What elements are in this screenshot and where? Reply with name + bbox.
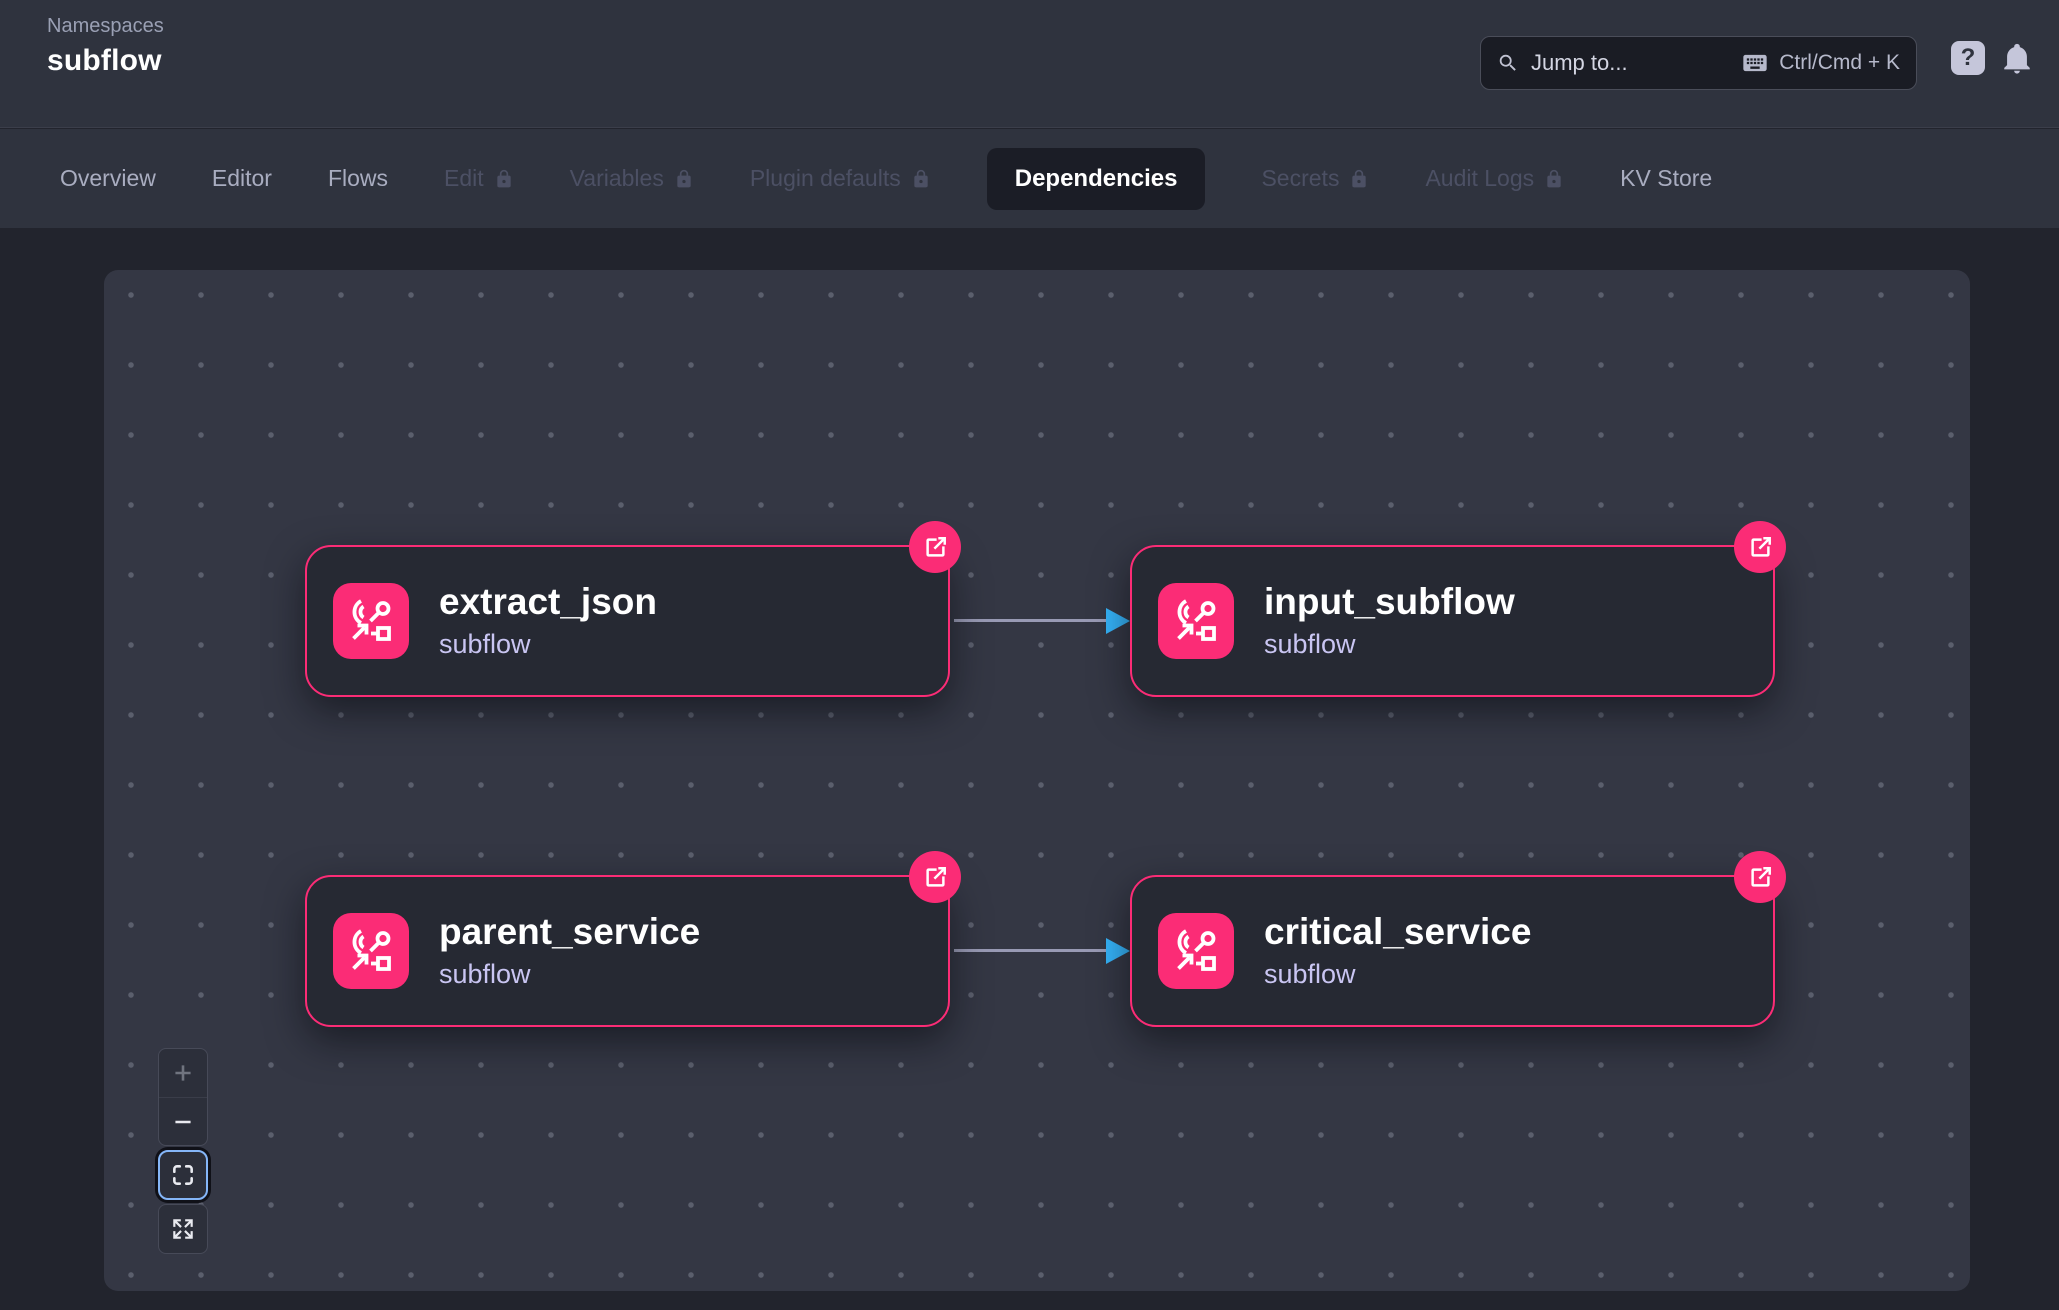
edge-arrowhead	[1106, 938, 1130, 964]
open-flow-button[interactable]	[1734, 521, 1786, 573]
fullscreen-button[interactable]	[159, 1205, 207, 1253]
fit-view-icon	[170, 1162, 196, 1188]
tab-overview[interactable]: Overview	[60, 165, 156, 191]
node-type: subflow	[439, 629, 531, 660]
lock-icon	[674, 169, 694, 189]
tab-plugin-defaults: Plugin defaults	[750, 165, 931, 192]
app-header: Namespaces subflow Jump to... Ctrl/Cmd +…	[0, 0, 2059, 128]
edge-extract-to-input	[954, 619, 1108, 622]
tab-flows[interactable]: Flows	[327, 165, 389, 191]
node-title: input_subflow	[1264, 580, 1515, 622]
flow-node-critical-service[interactable]: critical_service subflow	[1130, 851, 1786, 1027]
lock-icon	[494, 169, 514, 189]
tab-edit: Edit	[444, 165, 514, 192]
canvas-controls	[158, 1048, 208, 1254]
flow-node-extract-json[interactable]: extract_json subflow	[305, 521, 961, 697]
subflow-icon	[1158, 913, 1234, 989]
node-text: critical_service subflow	[1264, 910, 1532, 991]
tab-editor[interactable]: Editor	[211, 165, 272, 191]
flow-node-parent-service[interactable]: parent_service subflow	[305, 851, 961, 1027]
search-placeholder: Jump to...	[1531, 50, 1628, 75]
keyboard-icon	[1741, 49, 1769, 77]
external-link-icon	[922, 864, 949, 891]
jump-to-search[interactable]: Jump to... Ctrl/Cmd + K	[1480, 36, 1917, 90]
zoom-out-button[interactable]	[159, 1097, 207, 1145]
help-button[interactable]: ?	[1951, 41, 1985, 75]
edge-arrowhead	[1106, 608, 1130, 634]
subflow-icon	[1158, 583, 1234, 659]
open-flow-button[interactable]	[909, 851, 961, 903]
zoom-group	[158, 1048, 208, 1146]
node-text: extract_json subflow	[439, 580, 657, 661]
bell-icon	[2000, 41, 2034, 75]
subflow-icon	[333, 913, 409, 989]
content-area: extract_json subflow input_subflow	[0, 228, 2059, 1310]
open-flow-button[interactable]	[1734, 851, 1786, 903]
breadcrumb[interactable]: Namespaces	[47, 15, 164, 37]
question-mark-icon: ?	[1960, 44, 1976, 71]
dependencies-canvas[interactable]: extract_json subflow input_subflow	[104, 270, 1970, 1291]
edge-parent-to-critical	[954, 949, 1108, 952]
node-type: subflow	[1264, 959, 1356, 990]
external-link-icon	[1747, 534, 1774, 561]
flow-node-input-subflow[interactable]: input_subflow subflow	[1130, 521, 1786, 697]
fullscreen-group	[158, 1204, 208, 1254]
lock-icon	[911, 169, 931, 189]
node-text: parent_service subflow	[439, 910, 701, 991]
zoom-in-button[interactable]	[159, 1049, 207, 1097]
node-title: parent_service	[439, 910, 701, 952]
subflow-icon	[333, 583, 409, 659]
node-title: extract_json	[439, 580, 657, 622]
node-title: critical_service	[1264, 910, 1532, 952]
page-title: subflow	[47, 44, 162, 77]
node-type: subflow	[1264, 629, 1356, 660]
external-link-icon	[1747, 864, 1774, 891]
expand-all-icon	[170, 1216, 196, 1242]
external-link-icon	[922, 534, 949, 561]
tab-secrets: Secrets	[1261, 165, 1369, 192]
tab-audit-logs: Audit Logs	[1425, 165, 1564, 192]
search-shortcut: Ctrl/Cmd + K	[1779, 51, 1900, 74]
open-flow-button[interactable]	[909, 521, 961, 573]
search-icon	[1497, 52, 1519, 74]
lock-icon	[1349, 169, 1369, 189]
lock-icon	[1544, 169, 1564, 189]
minus-icon	[170, 1109, 196, 1135]
fit-view-button[interactable]	[158, 1150, 208, 1200]
namespace-tabbar: Overview Editor Flows Edit Variables Plu…	[0, 129, 2059, 228]
tab-dependencies[interactable]: Dependencies	[986, 147, 1206, 210]
tab-kv-store[interactable]: KV Store	[1620, 165, 1713, 191]
plus-icon	[170, 1060, 196, 1086]
notifications-button[interactable]	[1997, 36, 2037, 80]
node-text: input_subflow subflow	[1264, 580, 1515, 661]
tab-variables: Variables	[570, 165, 694, 192]
node-type: subflow	[439, 959, 531, 990]
